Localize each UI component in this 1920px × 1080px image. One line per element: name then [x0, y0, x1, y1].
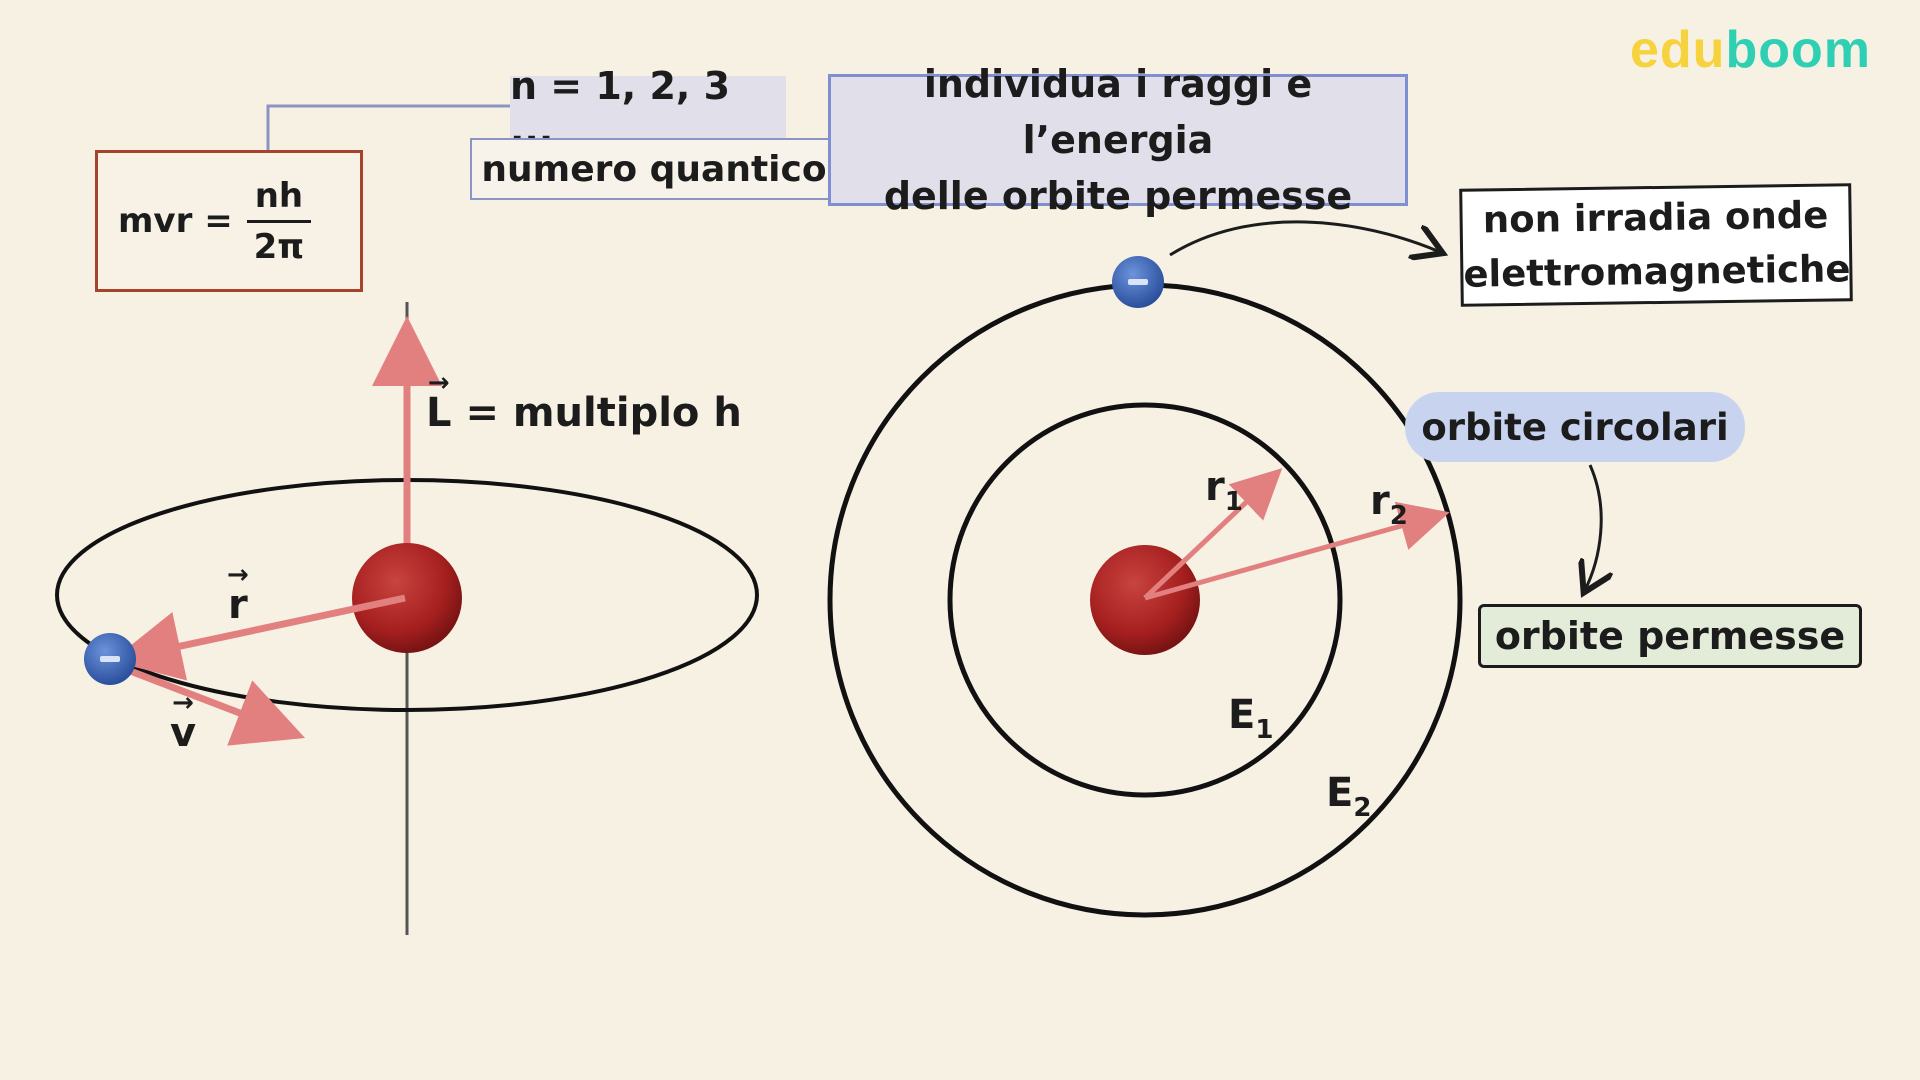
eduboom-logo: eduboom — [1630, 21, 1871, 79]
e1-symbol: E — [1228, 692, 1256, 738]
e2-label: E2 — [1326, 770, 1371, 823]
radiation-note-line1: non irradia onde — [1482, 193, 1829, 242]
r2-label: r2 — [1370, 478, 1408, 531]
angular-momentum-symbol: L — [426, 390, 452, 436]
formula-box: mvr = nh 2π — [95, 150, 363, 292]
velocity-symbol: v — [170, 710, 196, 756]
r2-subscript: 2 — [1389, 501, 1408, 531]
arrow-to-radiation-note — [1169, 220, 1440, 255]
r1-label: r1 — [1205, 464, 1243, 517]
orbit-note-box: individua i raggi e l’energia delle orbi… — [828, 62, 1408, 218]
radius-label: r — [228, 582, 248, 628]
circular-orbits-label: orbite circolari — [1405, 392, 1745, 462]
inner-orbit — [947, 402, 1343, 798]
formula-left: mvr = — [118, 201, 233, 241]
e2-subscript: 2 — [1353, 793, 1372, 823]
e1-label: E1 — [1228, 692, 1273, 745]
r1-subscript: 1 — [1224, 487, 1243, 517]
velocity-vector — [110, 660, 306, 746]
left-nucleus — [352, 543, 462, 653]
formula-numerator: nh — [246, 176, 312, 223]
orbit-note-line2: delle orbite permesse — [883, 174, 1353, 218]
r1-symbol: r — [1205, 464, 1225, 510]
radius-vector — [111, 594, 406, 681]
velocity-label: v — [170, 710, 196, 756]
angular-momentum-label: L = multiplo h — [426, 390, 742, 436]
radiation-note-line2: elettromagnetiche — [1463, 247, 1851, 296]
e2-symbol: E — [1326, 770, 1354, 816]
left-electron-sign — [100, 656, 120, 662]
quantum-values-box: n = 1, 2, 3 ... — [510, 64, 786, 152]
arrow-to-allowed-orbits — [1585, 464, 1601, 590]
radius-r2-vector — [1144, 501, 1450, 601]
formula-denominator: 2π — [253, 226, 305, 267]
quantum-number-label: numero quantico — [470, 138, 838, 200]
e1-subscript: 1 — [1255, 715, 1274, 745]
angular-momentum-text: = multiplo h — [465, 390, 742, 436]
radius-symbol: r — [228, 582, 248, 628]
right-electron-sign — [1128, 279, 1148, 285]
allowed-orbits-label: orbite permesse — [1478, 604, 1862, 668]
formula-fraction: nh 2π — [246, 176, 312, 267]
orbit-note-line1: individua i raggi e l’energia — [923, 62, 1313, 162]
radiation-note-box: non irradia onde elettromagnetiche — [1459, 183, 1853, 307]
radius-r1-vector — [1143, 468, 1283, 600]
r2-symbol: r — [1370, 478, 1390, 524]
